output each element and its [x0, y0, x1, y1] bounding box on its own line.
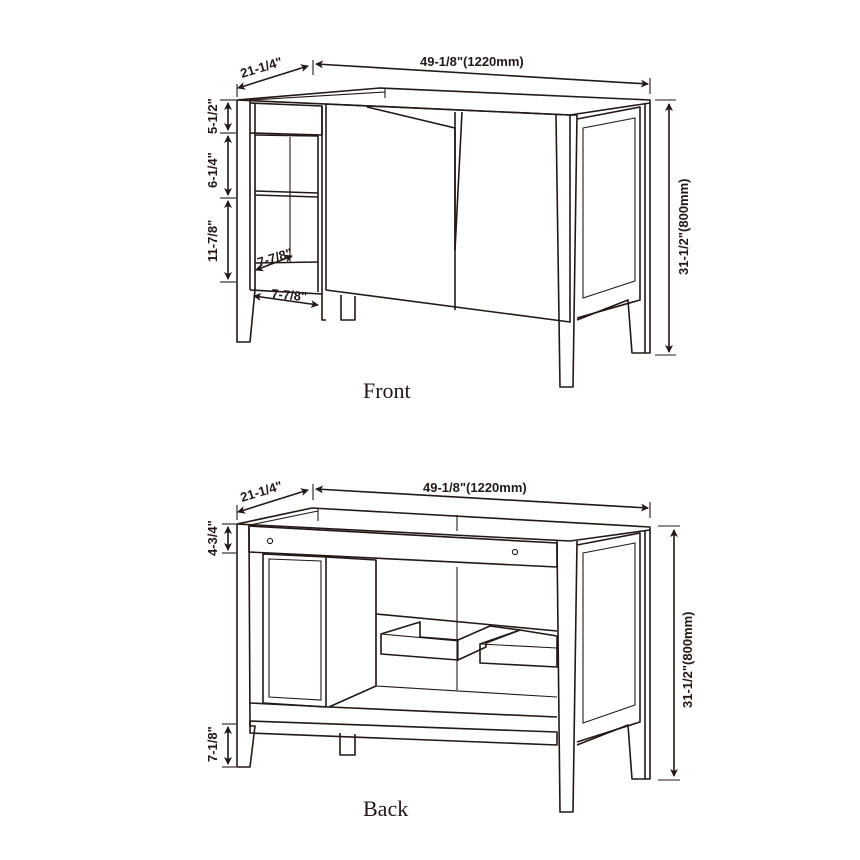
upper-shelf-gap-label: 6-1/4" [205, 152, 220, 188]
back-caption: Back [363, 796, 408, 821]
back-hole-left [266, 537, 274, 545]
front-caption: Front [363, 378, 411, 403]
top-rail-height-label: 4-3/4" [205, 520, 220, 556]
back-depth-label: 21-1/4" [238, 478, 284, 505]
drawer-height-label: 5-1/2" [205, 98, 220, 134]
front-depth-label: 21-1/4" [238, 54, 284, 81]
front-width-label: 49-1/8"(1220mm) [420, 54, 524, 69]
back-cabinet-body [236, 507, 651, 813]
back-view: 21-1/4" 49-1/8"(1220mm) 31-1/2"(800mm) 4… [205, 478, 695, 821]
lower-shelf-gap-label: 11-7/8" [205, 220, 220, 262]
shelf-depth-label: 7-7/8" [255, 245, 294, 270]
front-dimensions: 21-1/4" 49-1/8"(1220mm) 31-1/2"(800mm) 5… [205, 54, 691, 356]
back-height-label: 31-1/2"(800mm) [680, 612, 695, 709]
front-view: 21-1/4" 49-1/8"(1220mm) 31-1/2"(800mm) 5… [205, 54, 691, 403]
front-cabinet-body [236, 87, 651, 388]
front-height-label: 31-1/2"(800mm) [676, 179, 691, 276]
depth-dimension-line [237, 64, 309, 90]
shelf-width-label: 7-7/8" [271, 286, 308, 304]
back-hole-right [511, 548, 519, 556]
width-dimension-line [315, 60, 649, 88]
leg-height-label: 7-1/8" [205, 726, 220, 762]
back-width-label: 49-1/8"(1220mm) [423, 480, 527, 495]
